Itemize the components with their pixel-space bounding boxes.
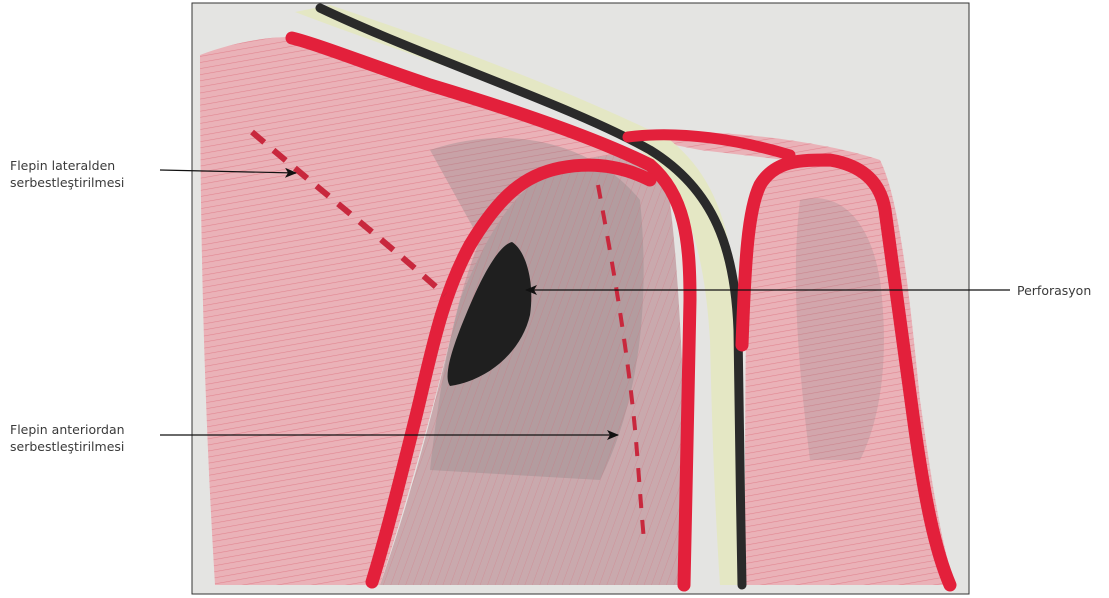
flap-illustration <box>0 0 1109 598</box>
